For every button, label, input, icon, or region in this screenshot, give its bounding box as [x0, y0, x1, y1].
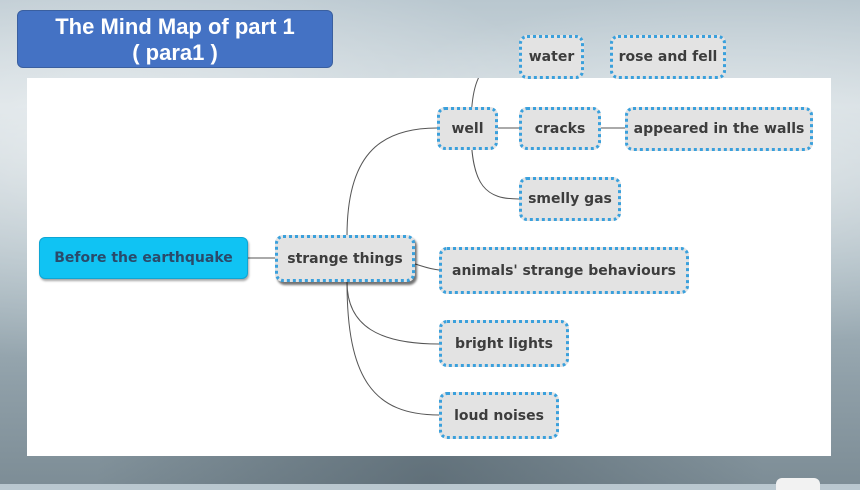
node-cracks-label: cracks — [534, 120, 586, 137]
node-rose-and-fell[interactable]: rose and fell — [610, 35, 726, 79]
node-smelly-gas-label: smelly gas — [528, 191, 612, 207]
title-line-2: ( para1 ) — [132, 40, 218, 65]
node-cracks[interactable]: cracks — [519, 107, 601, 150]
node-loud-noises[interactable]: loud noises — [439, 392, 559, 439]
root-node-before-earthquake[interactable]: Before the earthquake — [39, 237, 248, 279]
node-water[interactable]: water — [519, 35, 584, 79]
title-line-1: The Mind Map of part 1 — [55, 14, 295, 39]
node-well[interactable]: well — [437, 107, 498, 150]
root-node-label: Before the earthquake — [54, 250, 233, 266]
node-bright-lights-label: bright lights — [455, 335, 553, 352]
node-strange-things-label: strange things — [287, 250, 403, 267]
page-corner-tab — [776, 478, 820, 490]
title-box: The Mind Map of part 1 ( para1 ) — [17, 10, 333, 68]
node-well-label: well — [451, 120, 484, 137]
node-smelly-gas[interactable]: smelly gas — [519, 177, 621, 221]
node-strange-things[interactable]: strange things — [275, 235, 415, 282]
mind-map-canvas: Before the earthquake strange things wel… — [27, 35, 831, 456]
connector-strange-animals — [414, 263, 440, 271]
node-appeared-in-walls[interactable]: appeared in the walls — [625, 107, 813, 151]
connector-strange-well — [346, 127, 438, 237]
node-bright-lights[interactable]: bright lights — [439, 320, 569, 367]
node-animals-label: animals' strange behaviours — [452, 262, 676, 279]
node-loud-noises-label: loud noises — [454, 407, 544, 424]
node-rose-and-fell-label: rose and fell — [618, 49, 718, 65]
connector-strange-lights — [346, 281, 440, 345]
connector-strange-noises — [346, 281, 440, 416]
node-animals-strange-behaviours[interactable]: animals' strange behaviours — [439, 247, 689, 294]
node-appeared-in-walls-label: appeared in the walls — [633, 121, 805, 137]
connector-lines — [248, 78, 625, 416]
node-water-label: water — [528, 49, 575, 65]
